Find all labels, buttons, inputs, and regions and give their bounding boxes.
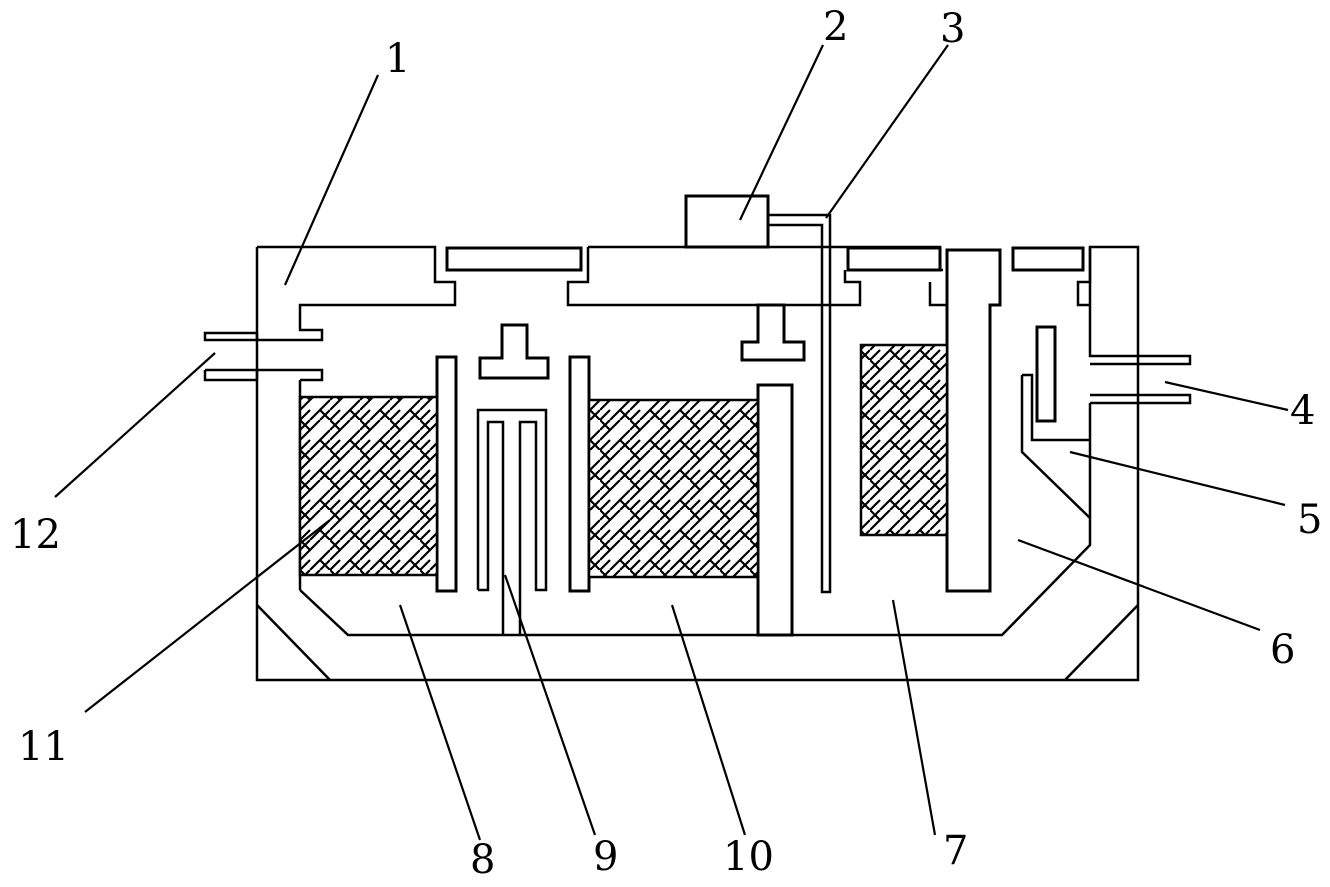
label-1: 1 (385, 36, 410, 82)
leader-lines (54, 44, 1289, 841)
filter-media-left (298, 395, 439, 577)
label-5: 5 (1297, 497, 1322, 543)
baffle-wall (756, 383, 794, 637)
top-cover (203, 245, 1092, 382)
label-2: 2 (823, 4, 848, 50)
label-4: 4 (1290, 388, 1315, 434)
center-column (435, 323, 591, 635)
motor (684, 194, 832, 594)
label-11: 11 (18, 724, 69, 770)
label-12: 12 (10, 512, 61, 558)
filter-media-middle (587, 398, 760, 579)
filter-media-right (859, 343, 949, 537)
label-9: 9 (593, 834, 618, 880)
filter-media (298, 343, 949, 579)
label-6: 6 (1270, 627, 1295, 673)
outlet-weir (1020, 325, 1091, 519)
label-10: 10 (723, 834, 774, 880)
mixer-head (740, 303, 806, 362)
label-3: 3 (940, 6, 965, 52)
part-labels: 1 2 3 4 5 6 7 8 9 10 11 12 (10, 4, 1322, 883)
label-8: 8 (470, 837, 495, 883)
right-partition (945, 248, 1002, 593)
label-7: 7 (943, 828, 968, 874)
